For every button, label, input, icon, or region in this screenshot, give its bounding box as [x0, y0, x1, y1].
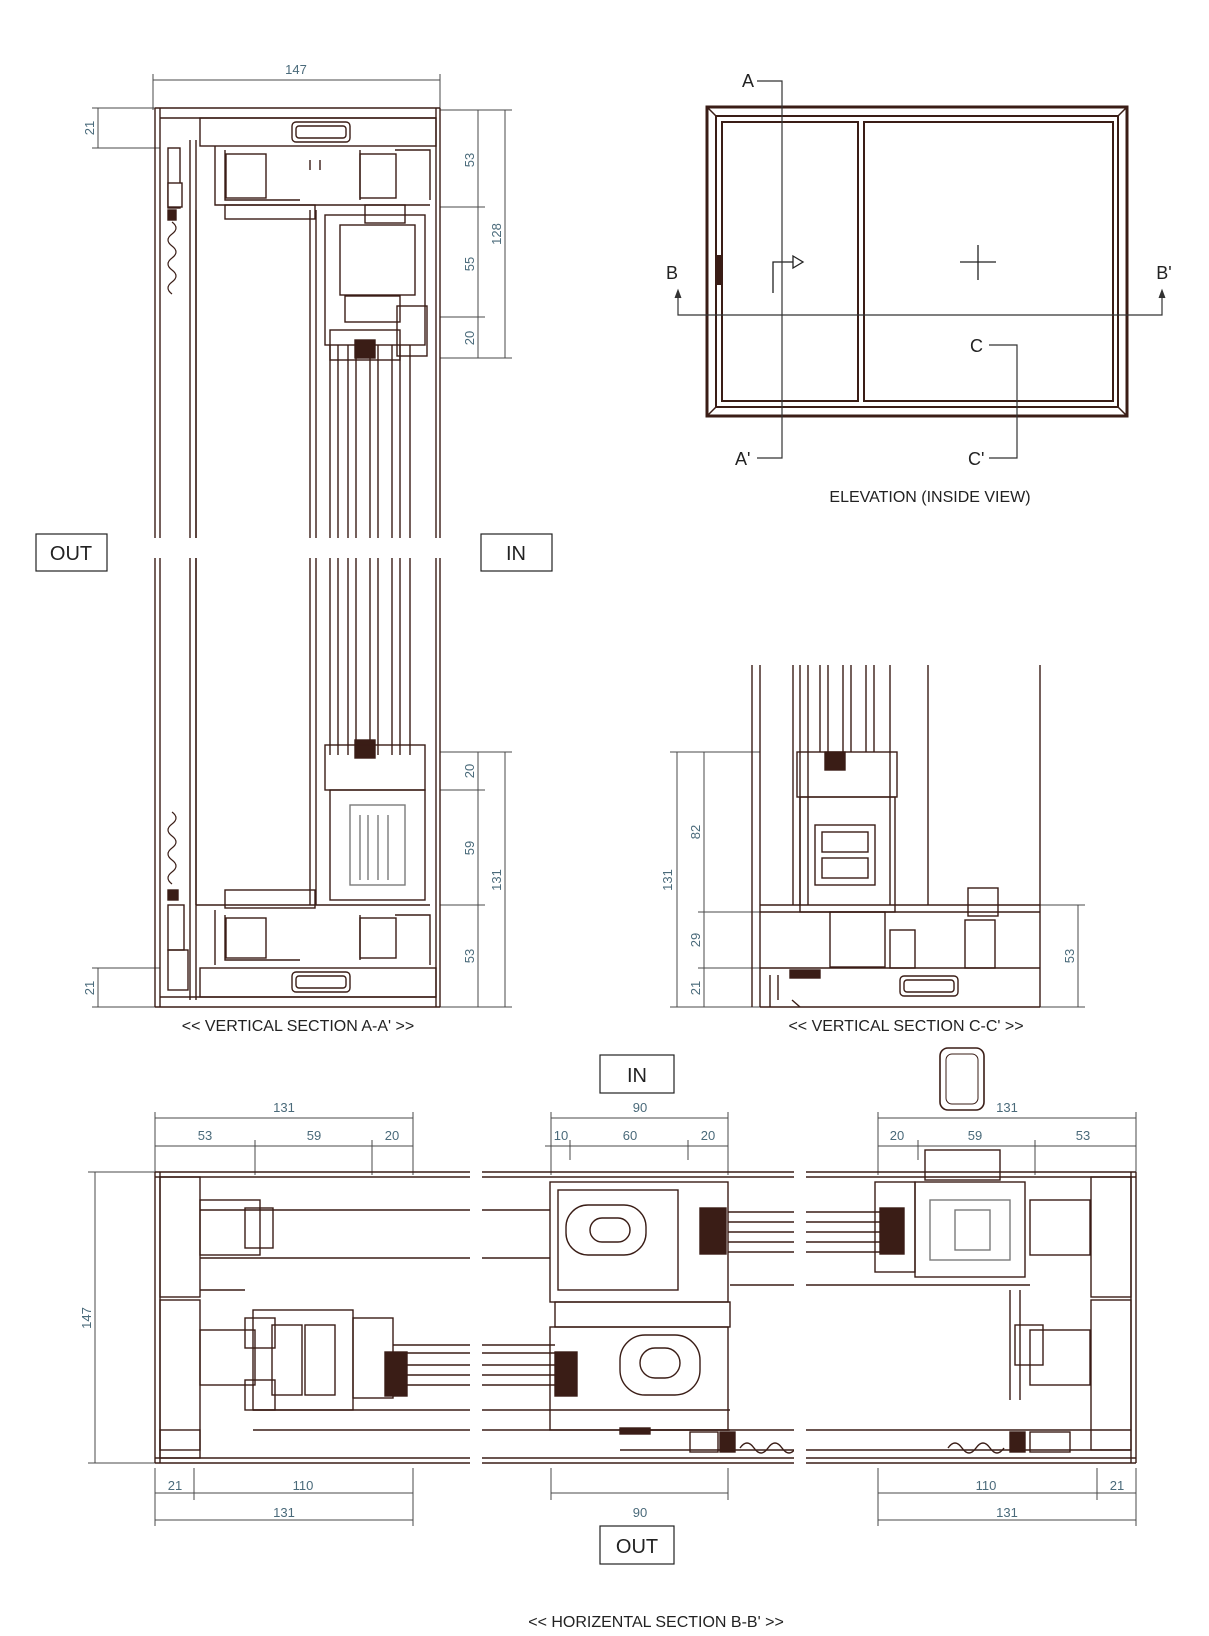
dim-bb-top-left-b: 59	[307, 1128, 321, 1143]
dim-cc-total: 131	[660, 869, 675, 891]
dim-bb-bot-left-a: 21	[168, 1478, 182, 1493]
dim-aa-top-b: 55	[462, 257, 477, 271]
dim-aa-top-width: 147	[285, 62, 307, 77]
dim-cc-c: 21	[688, 981, 703, 995]
dim-bb-bot-right-a: 110	[976, 1478, 997, 1493]
dim-bb-top-right-total: 131	[996, 1100, 1018, 1115]
dim-bb-top-left-a: 53	[198, 1128, 212, 1143]
elevation-view: A A' B B' C C' ELEVATION (INSIDE VIEW)	[666, 71, 1172, 506]
bb-in-label-text: IN	[627, 1065, 647, 1087]
dim-bb-bot-right-b: 21	[1110, 1478, 1124, 1493]
aa-in-label: IN	[480, 533, 553, 572]
cc-profile	[751, 665, 1041, 1008]
dim-bb-top-mid-b: 60	[623, 1128, 637, 1143]
mark-c-prime: C'	[968, 449, 984, 469]
dim-aa-top-total: 128	[489, 223, 504, 245]
in-label-text: IN	[506, 543, 526, 565]
dim-bb-top-mid-total: 90	[633, 1100, 647, 1115]
mark-c: C	[970, 336, 983, 356]
caption-elevation: ELEVATION (INSIDE VIEW)	[829, 489, 1030, 506]
dim-aa-top-left: 21	[82, 121, 97, 135]
mark-b: B	[666, 263, 678, 283]
dim-cc-b: 29	[688, 933, 703, 947]
dim-aa-bot-total: 131	[489, 869, 504, 891]
caption-vertical-cc: << VERTICAL SECTION C-C' >>	[788, 1018, 1023, 1035]
dim-aa-bot-b: 59	[462, 841, 477, 855]
dim-bb-top-right-c: 53	[1076, 1128, 1090, 1143]
bb-profile	[154, 1149, 1137, 1464]
horizontal-section-bb: 131 53 59 20 90 10 60 20 131 20 59 53 14…	[79, 1100, 1137, 1631]
caption-horizontal-bb: << HORIZENTAL SECTION B-B' >>	[528, 1614, 784, 1631]
handle-shape	[939, 1047, 985, 1111]
dim-bb-top-mid-a: 10	[554, 1128, 568, 1143]
caption-vertical-aa: << VERTICAL SECTION A-A' >>	[182, 1018, 414, 1035]
vertical-section-cc: 131 82 29 21 53	[660, 665, 1085, 1035]
dim-bb-top-right-a: 20	[890, 1128, 904, 1143]
aa-out-label: OUT	[35, 533, 108, 572]
dim-bb-bot-left-b: 110	[293, 1478, 314, 1493]
dim-bb-left-height: 147	[79, 1307, 94, 1329]
handle-inner	[945, 1053, 979, 1105]
mark-b-prime: B'	[1156, 263, 1171, 283]
dim-bb-bot-left-total: 131	[273, 1505, 295, 1520]
out-label-text: OUT	[50, 543, 92, 565]
dim-bb-bot-mid: 90	[633, 1505, 647, 1520]
dim-aa-top-a: 53	[462, 153, 477, 167]
mark-a: A	[742, 71, 754, 91]
dim-bb-top-left-c: 20	[385, 1128, 399, 1143]
dim-bb-top-left-total: 131	[273, 1100, 295, 1115]
bb-out-label-text: OUT	[616, 1536, 658, 1558]
mark-a-prime: A'	[735, 449, 750, 469]
dim-cc-a: 82	[688, 825, 703, 839]
dim-bb-bot-right-total: 131	[996, 1505, 1018, 1520]
dim-aa-top-c: 20	[462, 331, 477, 345]
bb-in-label: IN	[599, 1054, 675, 1094]
vertical-section-aa: 147 21 21 53 55 20 128 20 59 53 131	[82, 62, 512, 1035]
bb-out-label: OUT	[599, 1525, 675, 1565]
dim-bb-top-mid-c: 20	[701, 1128, 715, 1143]
dim-aa-bot-a: 20	[462, 764, 477, 778]
dim-bb-top-right-b: 59	[968, 1128, 982, 1143]
dim-cc-right: 53	[1062, 949, 1077, 963]
dim-aa-bot-c: 53	[462, 949, 477, 963]
dim-aa-bot-left: 21	[82, 981, 97, 995]
